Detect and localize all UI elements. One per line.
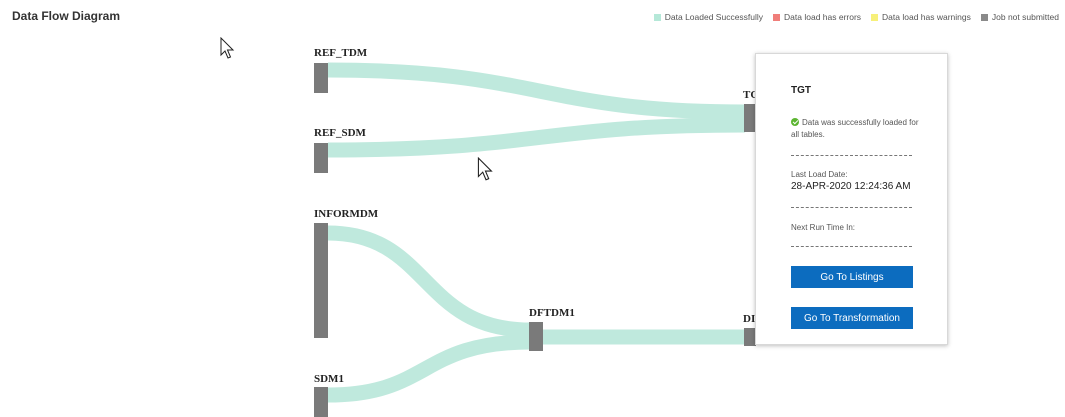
node-df[interactable] <box>744 328 756 346</box>
divider <box>791 155 912 156</box>
legend-item-not-submitted: Job not submitted <box>980 12 1059 22</box>
popup-title: TGT <box>791 85 811 96</box>
link-informdm-to-dftdm1[interactable] <box>327 225 531 338</box>
success-check-icon <box>791 118 799 126</box>
legend-label-success: Data Loaded Successfully <box>664 12 764 22</box>
node-label-dftdm1: DFTDM1 <box>529 307 575 319</box>
link-sdm1-to-dftdm1[interactable] <box>327 334 531 403</box>
divider <box>791 207 912 208</box>
legend-item-success: Data Loaded Successfully <box>653 12 764 22</box>
node-details-popup: TGT Data was successfully loaded for all… <box>755 53 948 345</box>
go-to-transformation-button[interactable]: Go To Transformation <box>791 307 913 329</box>
legend-swatch-errors <box>773 13 781 21</box>
node-label-informdm: INFORMDM <box>314 208 379 220</box>
page-title: Data Flow Diagram <box>12 9 121 23</box>
mouse-cursor-icon <box>477 157 493 181</box>
legend-swatch-success <box>653 13 661 21</box>
divider <box>791 246 912 247</box>
link-ref-sdm-to-tgt[interactable] <box>327 117 746 158</box>
link-ref-tdm-to-tgt[interactable] <box>327 62 746 120</box>
popup-status-text: Data was successfully loaded for all tab… <box>791 118 919 139</box>
mouse-cursor-icon <box>220 37 235 59</box>
node-label-sdm1: SDM1 <box>314 373 344 385</box>
node-dftdm1[interactable] <box>529 322 543 351</box>
node-informdm[interactable] <box>314 223 328 338</box>
node-label-df: DI <box>743 313 755 325</box>
node-tgt[interactable] <box>744 104 756 132</box>
node-label-ref-sdm: REF_SDM <box>314 127 367 139</box>
legend-swatch-not-submitted <box>980 13 988 21</box>
next-run-label: Next Run Time In: <box>791 223 856 232</box>
legend-item-warnings: Data load has warnings <box>871 12 971 22</box>
go-to-listings-button[interactable]: Go To Listings <box>791 266 913 288</box>
last-load-value: 28-APR-2020 12:24:36 AM <box>791 181 911 192</box>
last-load-label: Last Load Date: <box>791 170 848 179</box>
node-label-ref-tdm: REF_TDM <box>314 47 368 59</box>
node-sdm1[interactable] <box>314 387 328 417</box>
node-label-tgt: TC <box>743 89 758 101</box>
legend-label-not-submitted: Job not submitted <box>991 12 1059 22</box>
legend-swatch-warnings <box>871 13 879 21</box>
node-ref-tdm[interactable] <box>314 63 328 93</box>
popup-status: Data was successfully loaded for all tab… <box>791 117 921 141</box>
legend-label-warnings: Data load has warnings <box>882 12 971 22</box>
node-ref-sdm[interactable] <box>314 143 328 173</box>
legend-item-errors: Data load has errors <box>773 12 861 22</box>
legend-label-errors: Data load has errors <box>784 12 862 22</box>
legend: Data Loaded Successfully Data load has e… <box>653 12 1059 22</box>
